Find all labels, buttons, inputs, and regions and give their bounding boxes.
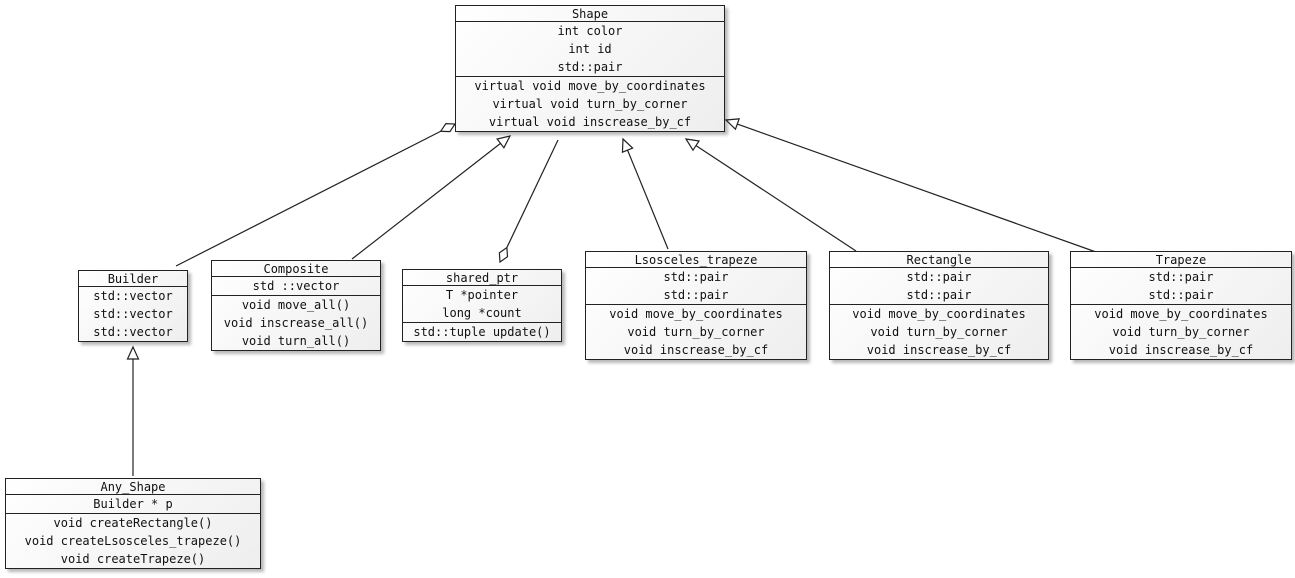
method: void move_all() bbox=[241, 298, 351, 312]
methods-section: void createRectangle() void createLsosce… bbox=[6, 514, 260, 568]
methods-section: virtual void move_by_coordinates virtual… bbox=[456, 77, 724, 131]
class-isosceles-trapeze[interactable]: Lsosceles_trapeze std::pair std::pair vo… bbox=[585, 251, 807, 360]
attribute: std::pair bbox=[906, 288, 972, 302]
class-name: Trapeze bbox=[1071, 252, 1291, 268]
methods-section: void move_all() void inscrease_all() voi… bbox=[212, 296, 380, 350]
class-shape[interactable]: Shape int color int id std::pair virtual… bbox=[455, 5, 725, 132]
attribute: int color bbox=[557, 24, 623, 38]
attribute: std::vector bbox=[93, 307, 173, 321]
method: void turn_by_corner bbox=[1112, 325, 1250, 339]
method: virtual void inscrease_by_cf bbox=[488, 115, 692, 129]
attributes-section: Builder * p bbox=[6, 495, 260, 514]
method: void inscrease_by_cf bbox=[1108, 343, 1254, 357]
method: void createLsosceles_trapeze() bbox=[24, 534, 242, 548]
inheritance-arrowhead bbox=[126, 345, 140, 360]
inheritance-arrowhead bbox=[724, 118, 741, 131]
methods-section: void move_by_coordinates void turn_by_co… bbox=[586, 305, 806, 359]
class-name: Lsosceles_trapeze bbox=[586, 252, 806, 268]
edge-shape-sharedptr bbox=[498, 139, 559, 264]
method: void turn_by_corner bbox=[627, 325, 765, 339]
methods-section: void move_by_coordinates void turn_by_co… bbox=[830, 305, 1048, 359]
attribute: std::pair bbox=[663, 288, 729, 302]
edge-anyshape-builder bbox=[126, 345, 140, 476]
edge-builder-shape bbox=[175, 123, 457, 267]
edge-isosceles-shape bbox=[621, 137, 669, 250]
attributes-section: std::pair std::pair bbox=[586, 268, 806, 305]
attribute: std ::vector bbox=[252, 279, 340, 293]
attribute: std::vector bbox=[93, 325, 173, 339]
methods-section: std::tuple update() bbox=[403, 323, 561, 341]
class-name: Shape bbox=[456, 6, 724, 22]
method: virtual void move_by_coordinates bbox=[474, 79, 706, 93]
attribute: std::pair bbox=[1148, 270, 1214, 284]
attribute: std::pair bbox=[663, 270, 729, 284]
attributes-section: std::pair std::pair bbox=[830, 268, 1048, 305]
method: std::tuple update() bbox=[413, 325, 551, 339]
attribute: Builder * p bbox=[93, 497, 173, 511]
class-name: Builder bbox=[79, 271, 187, 287]
class-name: Composite bbox=[212, 261, 380, 277]
method: void move_by_coordinates bbox=[1094, 307, 1268, 321]
method: void move_by_coordinates bbox=[852, 307, 1026, 321]
attribute: T *pointer bbox=[445, 288, 519, 302]
edge-trapeze-shape bbox=[724, 118, 1097, 253]
attribute: std::pair bbox=[1148, 288, 1214, 302]
attribute: std::vector bbox=[93, 289, 173, 303]
attributes-section: std::vector std::vector std::vector bbox=[79, 287, 187, 341]
method: virtual void turn_by_corner bbox=[492, 97, 688, 111]
method: void turn_by_corner bbox=[870, 325, 1008, 339]
inheritance-arrowhead bbox=[621, 137, 634, 154]
class-name: Rectangle bbox=[830, 252, 1048, 268]
class-builder[interactable]: Builder std::vector std::vector std::vec… bbox=[78, 270, 188, 342]
method: void createTrapeze() bbox=[60, 552, 206, 566]
method: void inscrease_all() bbox=[223, 316, 369, 330]
class-name: Any_Shape bbox=[6, 479, 260, 495]
inheritance-arrowhead bbox=[496, 135, 512, 149]
class-shared-ptr[interactable]: shared_ptr T *pointer long *count std::t… bbox=[402, 269, 562, 342]
class-composite[interactable]: Composite std ::vector void move_all() v… bbox=[211, 260, 381, 351]
attribute: std::pair bbox=[557, 60, 623, 74]
attributes-section: std::pair std::pair bbox=[1071, 268, 1291, 305]
attribute: int id bbox=[568, 42, 612, 56]
method: void turn_all() bbox=[241, 334, 351, 348]
edge-rectangle-shape bbox=[684, 138, 857, 252]
aggregation-diamond bbox=[498, 246, 509, 264]
method: void createRectangle() bbox=[53, 516, 213, 530]
methods-section: void move_by_coordinates void turn_by_co… bbox=[1071, 305, 1291, 359]
attributes-section: int color int id std::pair bbox=[456, 22, 724, 77]
method: void inscrease_by_cf bbox=[866, 343, 1012, 357]
aggregation-diamond bbox=[439, 123, 457, 133]
class-any-shape[interactable]: Any_Shape Builder * p void createRectang… bbox=[5, 478, 261, 569]
method: void inscrease_by_cf bbox=[623, 343, 769, 357]
class-name: shared_ptr bbox=[403, 270, 561, 286]
attribute: long *count bbox=[442, 306, 522, 320]
attributes-section: T *pointer long *count bbox=[403, 286, 561, 323]
class-rectangle[interactable]: Rectangle std::pair std::pair void move_… bbox=[829, 251, 1049, 360]
attributes-section: std ::vector bbox=[212, 277, 380, 296]
class-trapeze[interactable]: Trapeze std::pair std::pair void move_by… bbox=[1070, 251, 1292, 360]
edge-composite-shape bbox=[351, 135, 512, 260]
method: void move_by_coordinates bbox=[609, 307, 783, 321]
inheritance-arrowhead bbox=[684, 138, 701, 152]
attribute: std::pair bbox=[906, 270, 972, 284]
